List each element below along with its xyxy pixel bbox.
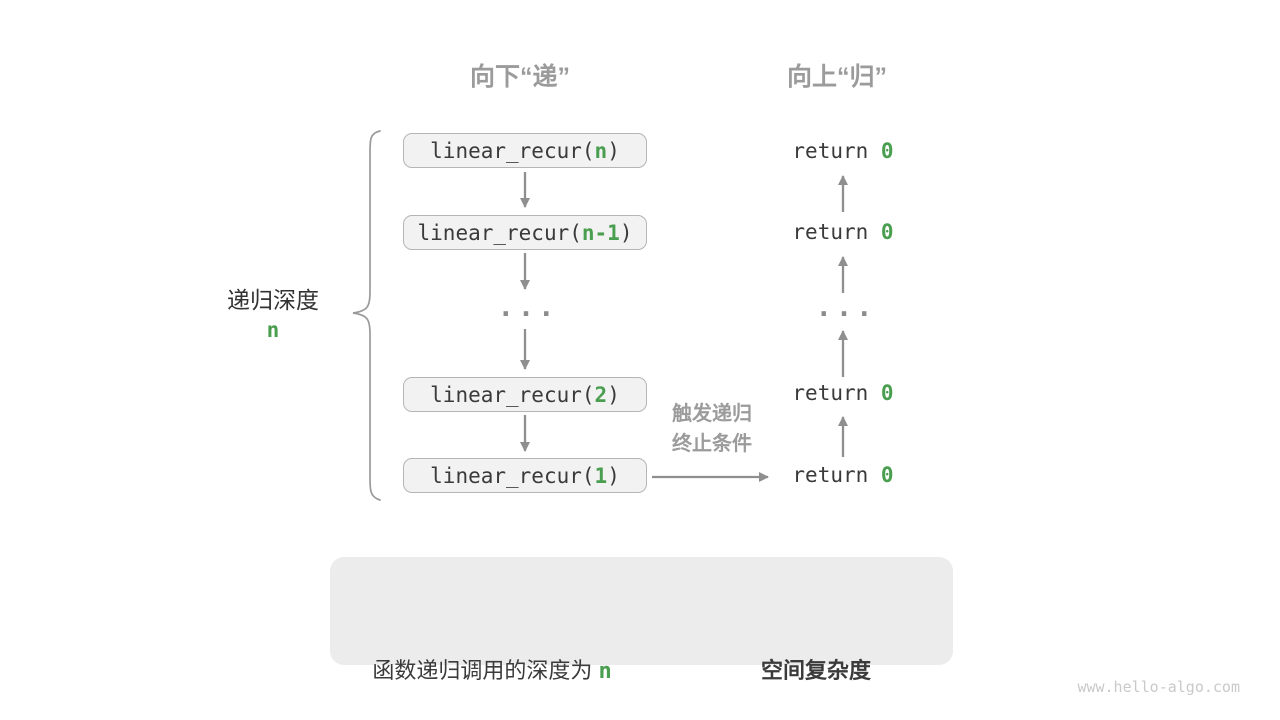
stack-ellipsis: ... — [497, 292, 559, 324]
termination-note-line2: 终止条件 — [672, 433, 752, 455]
call-close: ) — [607, 138, 620, 163]
call-close: ) — [619, 220, 633, 245]
return-value: 0 — [880, 463, 894, 487]
call-box-n: linear_recur(n) — [403, 133, 647, 168]
site-watermark: www.hello-algo.com — [1077, 678, 1240, 696]
depth-brace — [352, 130, 381, 501]
summary-var-n: n — [598, 659, 612, 684]
summary-text: 函数递归调用的深度为 — [372, 658, 599, 683]
call-fn: linear_recur( — [430, 138, 595, 163]
return-ellipsis: ... — [815, 292, 877, 324]
return-statement: return 0 — [733, 219, 953, 245]
return-value: 0 — [880, 139, 894, 163]
call-fn: linear_recur( — [430, 463, 595, 488]
header-descend: 向下“递” — [469, 63, 570, 91]
termination-note: 触发递归 终止条件 — [647, 399, 777, 459]
summary-left: 函数递归调用的深度为 n 共使用 O（n） 的栈帧空间 — [347, 571, 637, 720]
call-fn: linear_recur( — [430, 382, 595, 407]
space-complexity-title: 空间复杂度 — [760, 658, 871, 683]
call-close: ) — [607, 463, 620, 488]
call-arg: 1 — [594, 463, 608, 488]
return-statement: return 0 — [733, 138, 953, 164]
termination-note-line1: 触发递归 — [672, 403, 752, 425]
return-keyword: return — [792, 220, 881, 244]
summary-right: 空间复杂度 线性阶 O(n) — [716, 571, 916, 720]
summary-panel: 函数递归调用的深度为 n 共使用 O（n） 的栈帧空间 空间复杂度 线性阶 O(… — [330, 557, 953, 684]
call-box-n-1: linear_recur(n-1) — [403, 215, 647, 250]
return-value: 0 — [880, 220, 894, 244]
depth-value: n — [173, 318, 373, 342]
return-statement: return 0 — [733, 462, 953, 488]
return-keyword: return — [792, 463, 881, 487]
call-arg: 2 — [594, 382, 608, 407]
call-arg: n — [594, 138, 608, 163]
return-statement: return 0 — [733, 380, 953, 406]
call-fn: linear_recur( — [417, 220, 582, 245]
call-box-2: linear_recur(2) — [403, 377, 647, 412]
summary-left-line1: 函数递归调用的深度为 n — [347, 651, 637, 692]
return-keyword: return — [792, 381, 881, 405]
depth-value-n: n — [266, 318, 280, 342]
return-value: 0 — [880, 381, 894, 405]
call-box-1: linear_recur(1) — [403, 458, 647, 493]
depth-label: 递归深度 — [227, 287, 319, 313]
header-ascend: 向上“归” — [786, 63, 887, 91]
call-close: ) — [607, 382, 620, 407]
return-keyword: return — [792, 139, 881, 163]
call-arg: n-1 — [581, 220, 620, 245]
